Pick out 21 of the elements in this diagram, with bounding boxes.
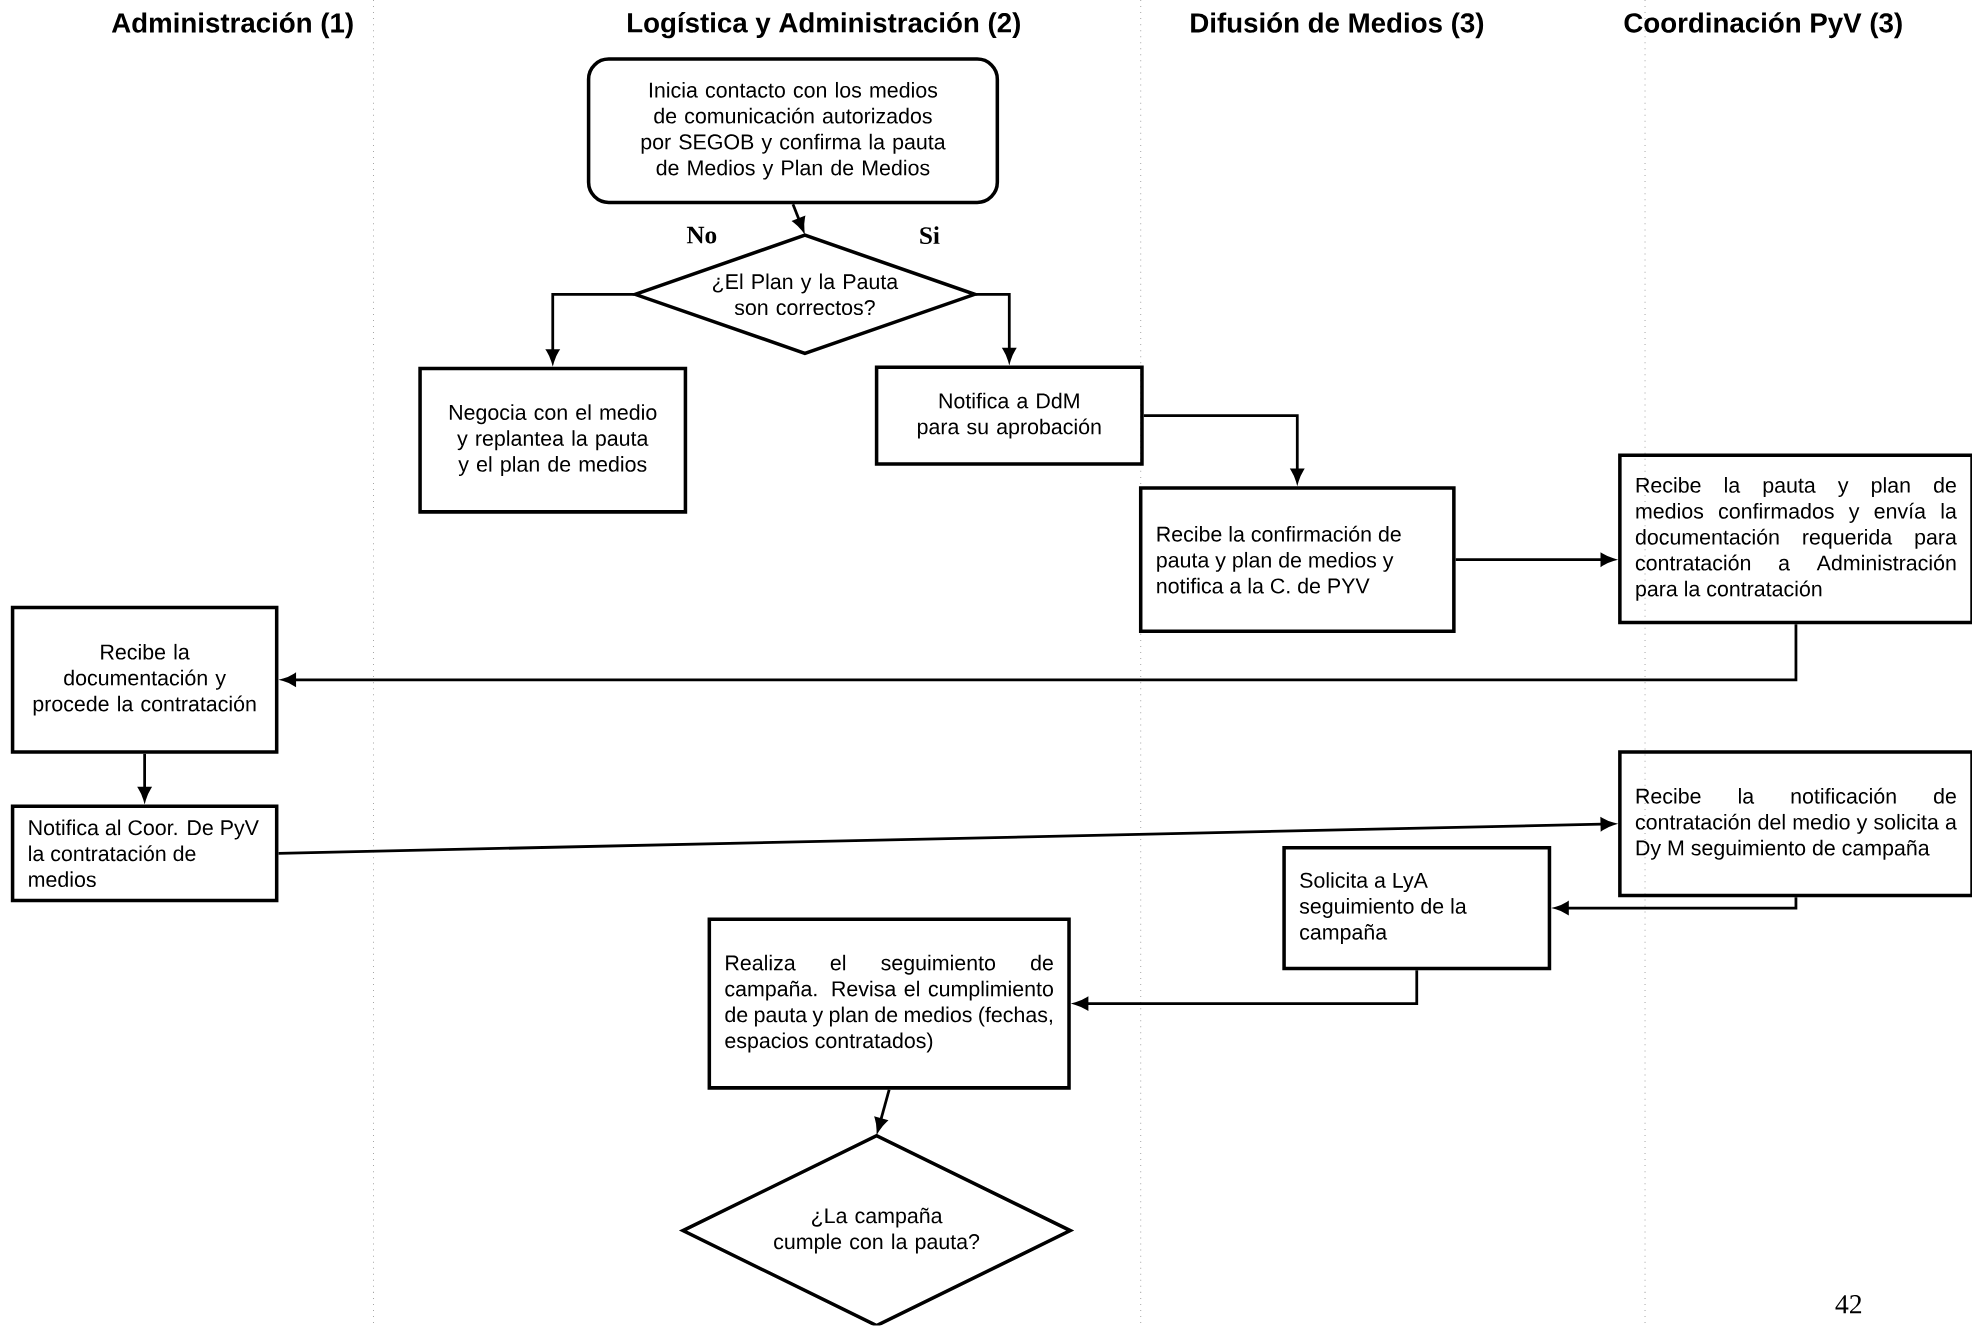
arrow — [1554, 897, 1798, 915]
process-box: Solicita a LyA seguimiento de la campaña — [1282, 846, 1552, 971]
process-box: Recibe la notificación de contratación del medio y solicita a Dy M seguimiento de campaña — [1618, 750, 1972, 898]
process-box: Recibe la documentación y procede la contratación — [10, 605, 279, 755]
lane-header: Administración (1) — [111, 12, 353, 39]
process-box: Notifica al Coor. De PyV la contratación de medios — [10, 804, 279, 903]
lane-header: Coordinación PyV (3) — [1624, 12, 1902, 39]
arrow — [791, 203, 805, 232]
arrow — [1143, 414, 1304, 483]
arrow — [874, 1089, 891, 1132]
process-box: Recibe la confirmación de pauta y plan de medios y notifica a la C. de PYV — [1138, 486, 1456, 634]
process-box: Negocia con el medio y replantea la pauta y el plan de medios — [418, 366, 688, 514]
arrow — [975, 293, 1016, 363]
page-number: 42 — [1835, 1295, 1862, 1314]
lane-header: Difusión de Medios (3) — [1191, 12, 1484, 39]
process-box: Realiza el seguimiento de campaña. Revisa el cumplimiento de pauta y plan de medios (fechas, espacios contratados) — [707, 917, 1071, 1090]
arrow — [278, 818, 1615, 855]
arrow — [546, 293, 635, 364]
process-box: Notifica a DdM para su aprobación — [874, 365, 1144, 467]
process-box: Recibe la pauta y plan de medios confirmados y envía la documentación requerida para contratación a Administración para la contratación — [1618, 453, 1972, 625]
start-box: Inicia contacto con los medios de comunicación autorizados por SEGOB y confirma la pauta de Medios y Plan de Medios — [586, 57, 1000, 205]
